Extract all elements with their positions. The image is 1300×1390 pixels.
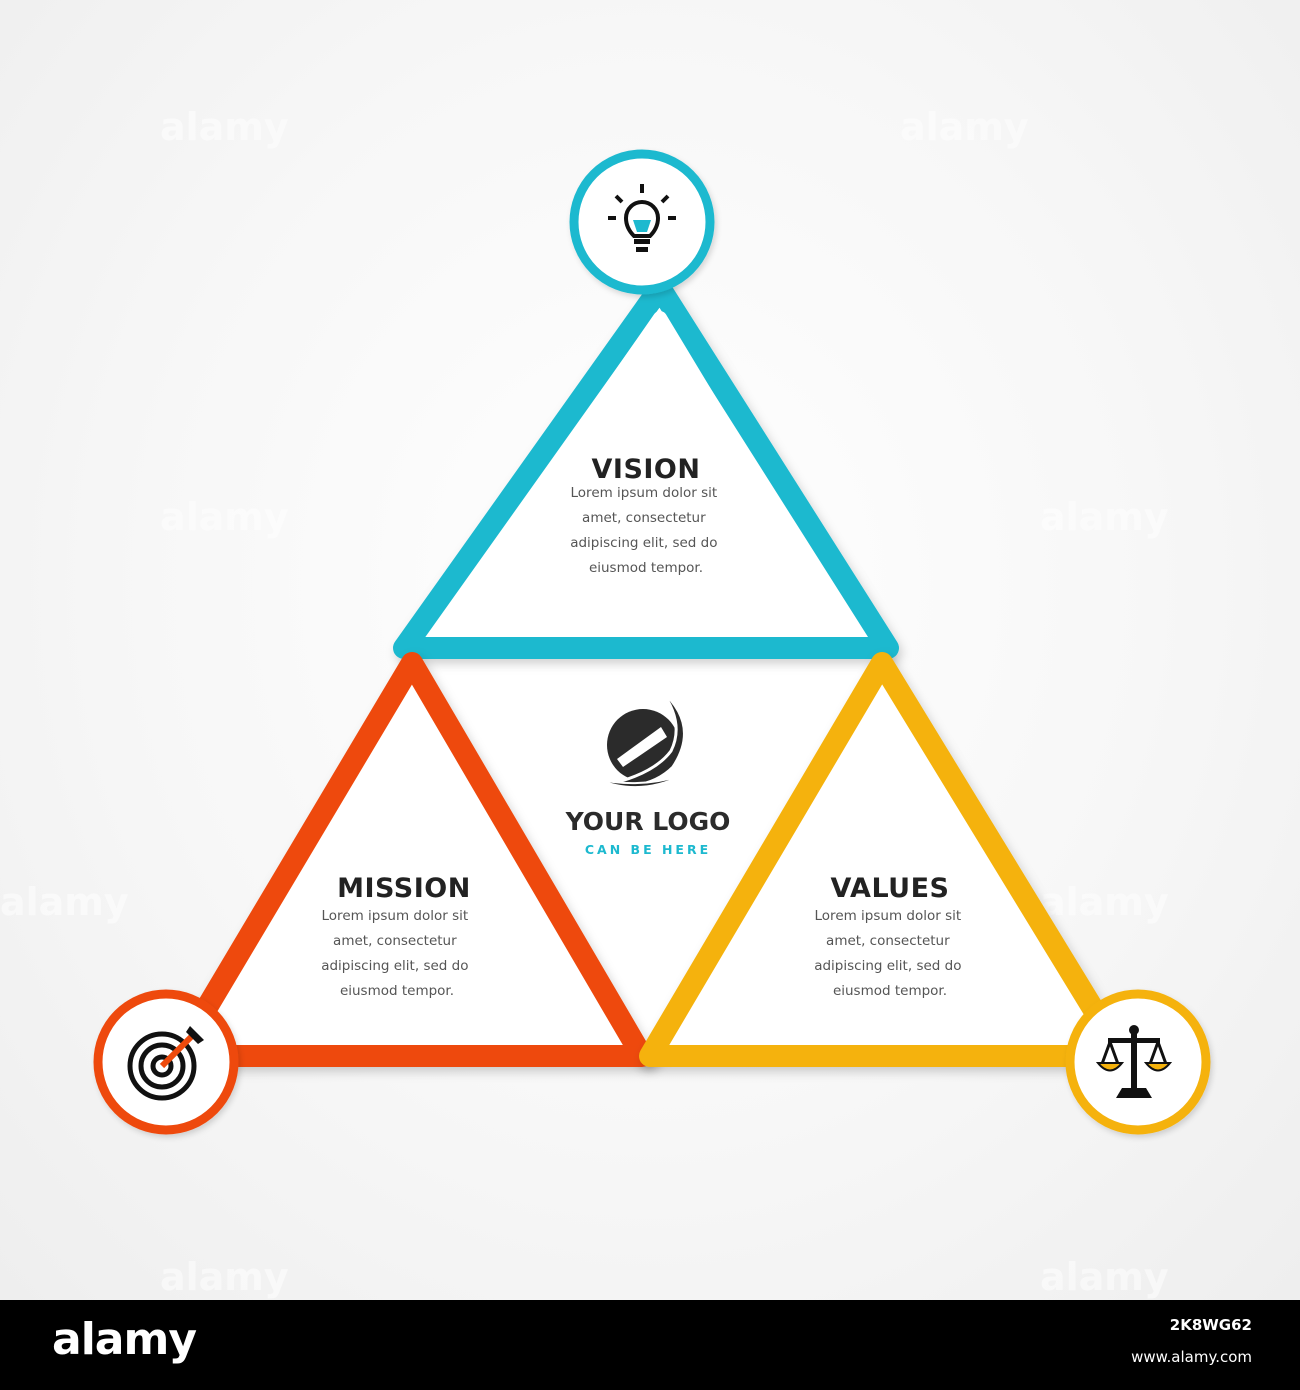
values-section: VALUES Lorem ipsum dolor sit amet, conse… [639, 652, 1211, 1135]
target-arrow-icon [127, 1026, 204, 1101]
footer-meta: 2K8WG62 www.alamy.com [1131, 1316, 1252, 1366]
watermark-text: alamy [160, 1255, 289, 1299]
triangle-infographic: alamy alamy alamy alamy alamy alamy alam… [0, 105, 1211, 1299]
values-triangle-inner [699, 703, 1085, 1041]
watermark-text: alamy [1040, 1255, 1169, 1299]
vision-triangle-inner [443, 311, 849, 627]
watermark-text: alamy [900, 105, 1029, 149]
site-url: www.alamy.com [1131, 1348, 1252, 1366]
footer-bar: alamy 2K8WG62 www.alamy.com [0, 1300, 1300, 1390]
logo-mark-icon [596, 688, 687, 788]
vision-section: VISION Lorem ipsum dolor sit amet, conse… [393, 149, 899, 659]
logo-block: YOUR LOGO CAN BE HERE [565, 688, 731, 857]
vision-body: Lorem ipsum dolor sit amet, consectetur … [570, 485, 722, 576]
footer-brand-logo: alamy [52, 1314, 197, 1365]
infographic-canvas: alamy alamy alamy alamy alamy alamy alam… [0, 0, 1300, 1300]
lightbulb-icon [608, 184, 676, 252]
scales-icon [1095, 1025, 1173, 1098]
mission-body: Lorem ipsum dolor sit amet, consectetur … [321, 908, 473, 999]
watermark-text: alamy [160, 495, 289, 539]
logo-subtext: CAN BE HERE [585, 842, 711, 857]
image-id-label: 2K8WG62 [1169, 1316, 1252, 1334]
mission-title: MISSION [337, 873, 471, 904]
vision-title: VISION [592, 454, 701, 485]
mission-section: MISSION Lorem ipsum dolor sit amet, cons… [93, 652, 653, 1135]
mission-triangle-inner [223, 703, 605, 1041]
values-title: VALUES [830, 873, 949, 904]
watermark-text: alamy [160, 105, 289, 149]
watermark-text: alamy [1040, 495, 1169, 539]
values-icon-circle [1065, 989, 1211, 1135]
watermark-text: alamy [0, 880, 129, 924]
watermark-text: alamy [1040, 880, 1169, 924]
values-body: Lorem ipsum dolor sit amet, consectetur … [814, 908, 966, 999]
logo-text: YOUR LOGO [565, 807, 731, 836]
